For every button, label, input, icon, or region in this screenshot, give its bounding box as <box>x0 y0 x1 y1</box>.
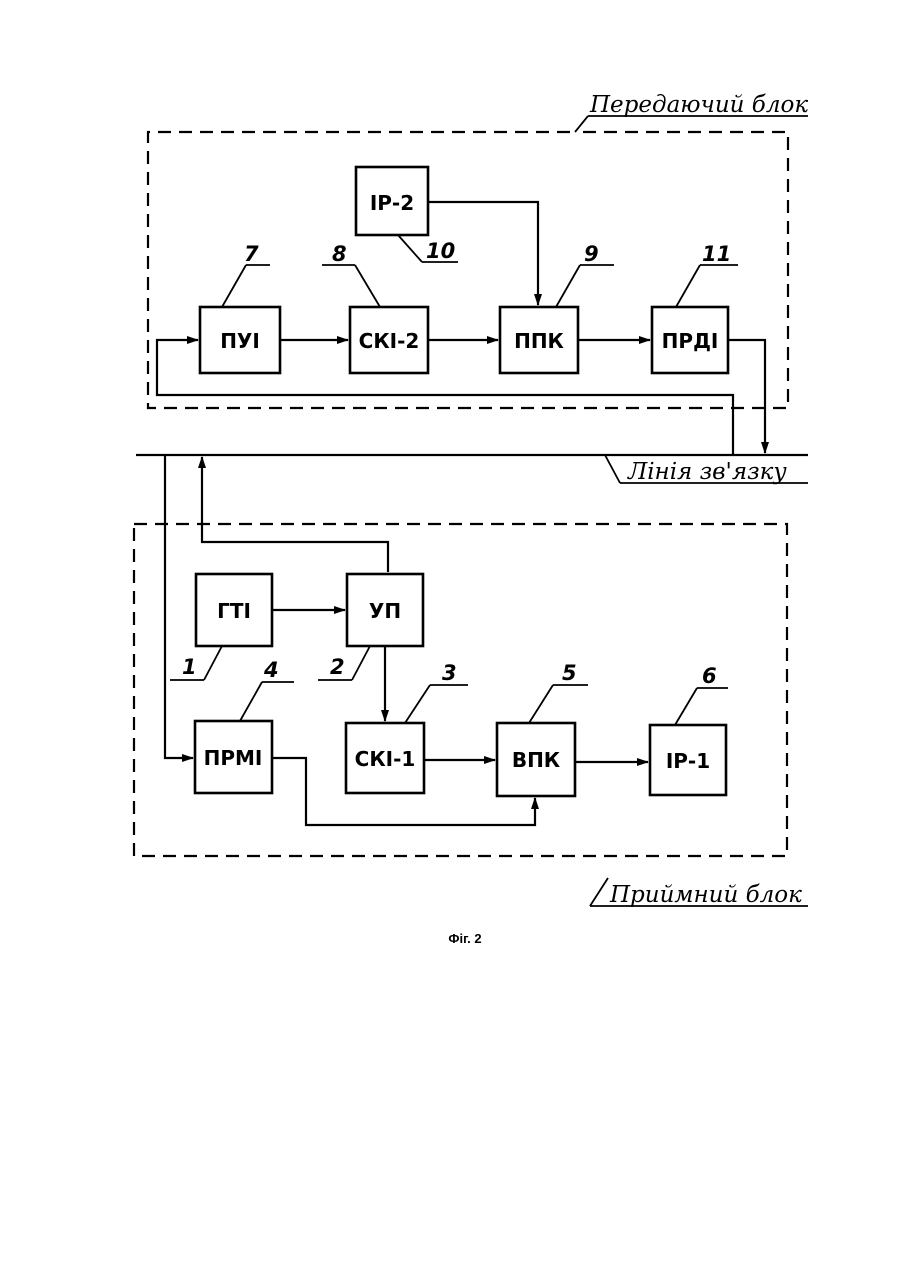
ref-8-number: 8 <box>332 242 347 266</box>
ref-4: 4 <box>240 658 294 721</box>
transmitter-title-group: Передаючий блок <box>575 92 808 132</box>
ref-3: 3 <box>405 661 468 723</box>
ref-11: 11 <box>676 242 738 307</box>
block-prmi: ПРМІ <box>195 721 272 793</box>
ref-1: 1 <box>170 646 222 680</box>
ref-5: 5 <box>529 661 588 723</box>
receiver-title-group: Приймний блок <box>590 878 808 908</box>
ref-1-number: 1 <box>182 655 197 679</box>
block-vpk: ВПК <box>497 723 575 796</box>
block-ir1-label: ІР-1 <box>666 749 710 773</box>
ref-6-number: 6 <box>702 664 717 688</box>
line-title: Лінія зв'язку <box>627 459 787 485</box>
ref-9-number: 9 <box>584 242 599 266</box>
block-ir1: ІР-1 <box>650 725 726 795</box>
block-ir2: ІР-2 <box>356 167 428 235</box>
block-ir2-label: ІР-2 <box>370 191 414 215</box>
line-title-group: Лінія зв'язку <box>605 455 808 485</box>
wire-up-line <box>202 457 388 572</box>
transmitter-title: Передаючий блок <box>589 92 808 118</box>
ref-2: 2 <box>318 646 370 680</box>
ref-6: 6 <box>675 664 728 725</box>
ref-10: 10 <box>398 235 458 263</box>
ref-11-number: 11 <box>702 242 731 266</box>
block-up: УП <box>347 574 423 646</box>
block-gti-label: ГТІ <box>217 599 251 623</box>
block-ski1: СКІ-1 <box>346 723 424 793</box>
block-ppk: ППК <box>500 307 578 373</box>
ref-8: 8 <box>322 242 380 307</box>
ref-10-number: 10 <box>426 239 455 263</box>
block-prdi-label: ПРДІ <box>662 329 719 353</box>
block-ski1-label: СКІ-1 <box>355 747 416 771</box>
ref-7-number: 7 <box>244 242 259 266</box>
block-ppk-label: ППК <box>514 329 564 353</box>
block-pui-label: ПУІ <box>220 329 260 353</box>
figure-caption: Фіг. 2 <box>448 931 481 946</box>
block-prmi-label: ПРМІ <box>204 746 263 770</box>
ref-4-number: 4 <box>263 658 279 682</box>
block-prdi: ПРДІ <box>652 307 728 373</box>
receiver-title: Приймний блок <box>609 882 802 908</box>
wire-line-prmi <box>165 455 193 758</box>
ref-7: 7 <box>222 242 270 307</box>
block-gti: ГТІ <box>196 574 272 646</box>
block-ski2: СКІ-2 <box>350 307 428 373</box>
block-up-label: УП <box>369 599 401 623</box>
block-vpk-label: ВПК <box>512 748 561 772</box>
ref-2-number: 2 <box>330 655 345 679</box>
ref-5-number: 5 <box>562 661 577 685</box>
block-ski2-label: СКІ-2 <box>359 329 420 353</box>
ref-3-number: 3 <box>442 661 457 685</box>
block-pui: ПУІ <box>200 307 280 373</box>
ref-9: 9 <box>556 242 614 307</box>
